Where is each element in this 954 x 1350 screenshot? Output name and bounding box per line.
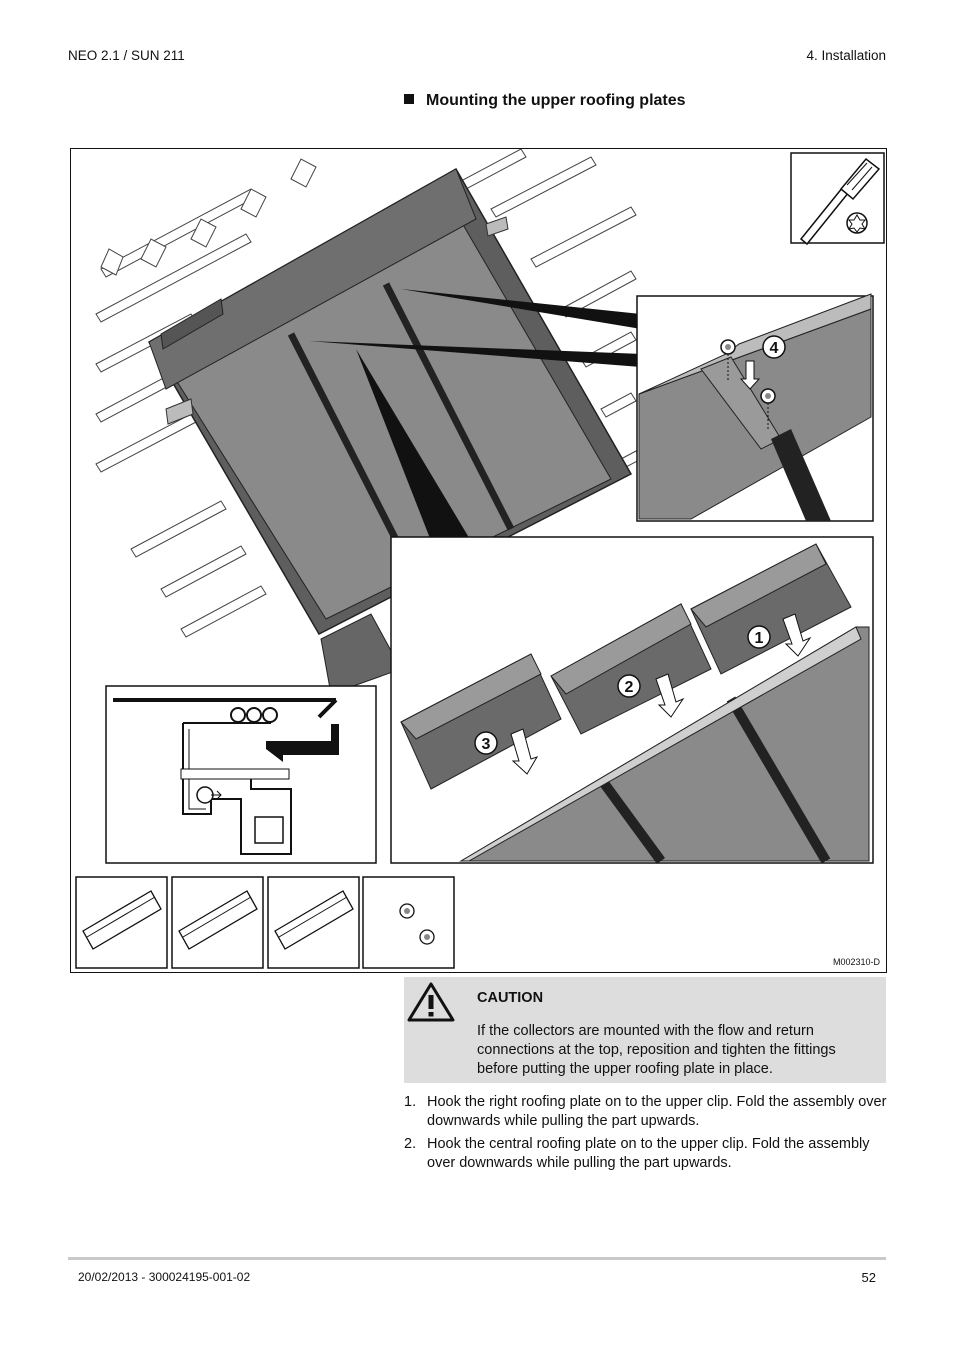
callout-2: 2 bbox=[617, 674, 641, 698]
callout-1: 1 bbox=[747, 625, 771, 649]
caution-text: If the collectors are mounted with the f… bbox=[477, 1023, 836, 1077]
plates-mounting-inset: 1 2 3 bbox=[390, 536, 874, 864]
section-title: Mounting the upper roofing plates bbox=[404, 92, 686, 110]
screw-detail-inset: 4 bbox=[636, 293, 874, 522]
instruction-steps: 1. Hook the right roofing plate on to th… bbox=[404, 1093, 890, 1177]
warning-icon bbox=[407, 982, 455, 1022]
screwdriver-icon bbox=[799, 157, 881, 246]
header-product: NEO 2.1 / SUN 211 bbox=[68, 48, 185, 63]
callout-3-label: 3 bbox=[482, 736, 491, 753]
figure-code: M002310-D bbox=[832, 957, 880, 967]
roofing-plate-central-icon bbox=[178, 890, 258, 950]
step-item: 2. Hook the central roofing plate on to … bbox=[404, 1135, 890, 1173]
roofing-plate-left-icon bbox=[274, 890, 354, 950]
step-text: Hook the right roofing plate on to the u… bbox=[427, 1094, 887, 1129]
detail-pointers bbox=[309, 289, 641, 541]
square-bullet-icon bbox=[404, 93, 414, 104]
step-item: 1. Hook the right roofing plate on to th… bbox=[404, 1093, 890, 1131]
tool-inset bbox=[790, 152, 885, 246]
torx-icon bbox=[846, 212, 868, 234]
step-number: 1. bbox=[404, 1094, 417, 1110]
installation-figure: 4 1 2 bbox=[70, 148, 887, 973]
callout-2-label: 2 bbox=[625, 679, 634, 696]
section-title-text: Mounting the upper roofing plates bbox=[426, 92, 686, 109]
step-number: 2. bbox=[404, 1136, 417, 1152]
header-chapter: 4. Installation bbox=[806, 48, 886, 63]
profile-detail-inset bbox=[105, 685, 377, 864]
callout-4: 4 bbox=[762, 335, 786, 359]
caution-title: CAUTION bbox=[477, 990, 544, 1006]
callout-1-label: 1 bbox=[755, 630, 764, 647]
installation-illustration: 4 1 2 bbox=[75, 149, 885, 969]
step-text: Hook the central roofing plate on to the… bbox=[427, 1136, 870, 1171]
footer-doc-ref: 20/02/2013 - 300024195-001-02 bbox=[78, 1270, 251, 1284]
callout-3: 3 bbox=[474, 731, 498, 755]
parts-list bbox=[75, 876, 455, 969]
screws-icon bbox=[399, 903, 435, 945]
footer-divider bbox=[68, 1257, 886, 1260]
page-number: 52 bbox=[861, 1270, 876, 1285]
roofing-plate-right-icon bbox=[82, 890, 162, 950]
callout-4-label: 4 bbox=[770, 340, 779, 357]
caution-box: CAUTION If the collectors are mounted wi… bbox=[404, 977, 886, 1083]
